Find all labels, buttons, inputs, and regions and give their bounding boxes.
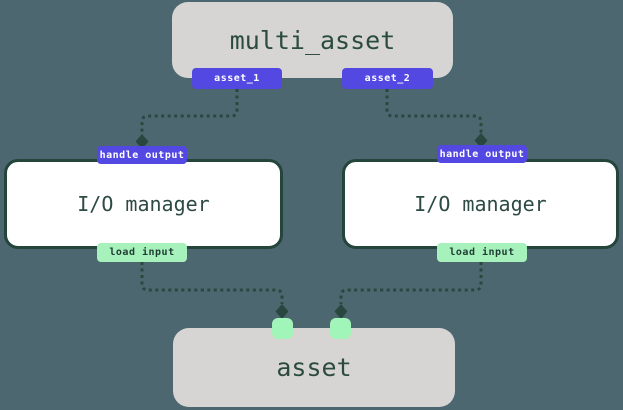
edge-left-io-to-asset-port [140, 262, 284, 304]
edge-asset2-to-right-io [385, 89, 483, 133]
output-badge-asset-1: asset_1 [192, 68, 282, 89]
asset-label: asset [276, 353, 352, 382]
handle-output-left-label: handle output [99, 149, 185, 161]
io-manager-left-label: I/O manager [77, 192, 210, 216]
handle-output-right-label: handle output [439, 148, 525, 160]
diamond-arrowhead-left-port [275, 304, 289, 319]
load-input-left-label: load input [109, 247, 175, 258]
multi-asset-node: multi_asset [172, 2, 453, 78]
io-manager-right-label: I/O manager [414, 192, 547, 216]
io-manager-node-left: I/O manager [4, 159, 283, 249]
handle-output-badge-right: handle output [437, 145, 527, 163]
asset-input-port-right [330, 318, 351, 339]
io-manager-node-right: I/O manager [342, 159, 619, 249]
edge-right-io-to-asset-port [339, 262, 483, 304]
load-input-right-label: load input [449, 247, 515, 258]
diamond-arrowhead-right-port [334, 304, 348, 319]
asset-1-label: asset_1 [214, 73, 260, 84]
output-badge-asset-2: asset_2 [342, 68, 433, 89]
handle-output-badge-left: handle output [97, 146, 187, 164]
asset-input-port-left [272, 318, 293, 339]
asset-2-label: asset_2 [364, 73, 411, 84]
multi-asset-label: multi_asset [229, 25, 396, 55]
load-input-badge-left: load input [97, 243, 187, 262]
asset-node: asset [173, 328, 455, 407]
edge-asset1-to-left-io [140, 89, 239, 134]
load-input-badge-right: load input [437, 243, 527, 262]
